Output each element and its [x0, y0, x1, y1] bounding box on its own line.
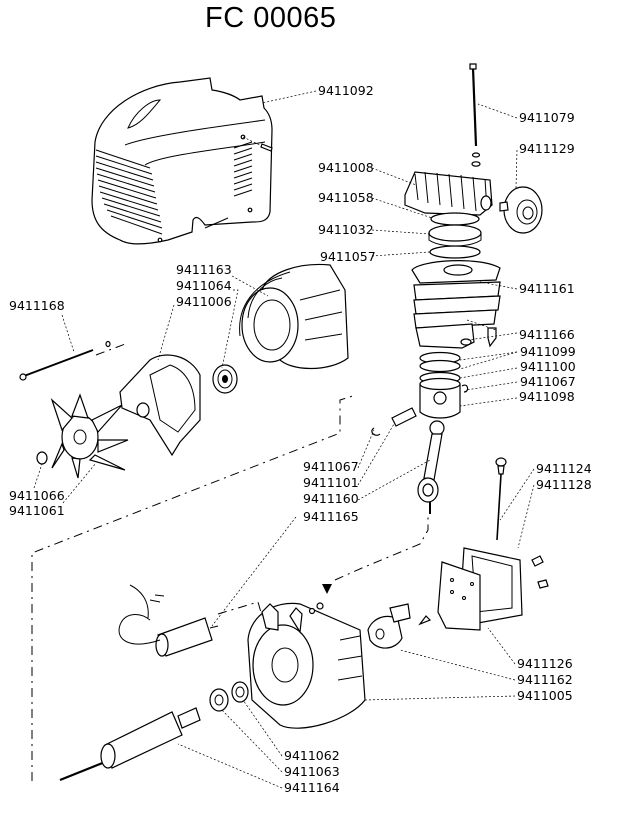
part-label-9411162[interactable]: 9411162 — [517, 672, 573, 687]
part-label-9411063[interactable]: 9411063 — [284, 764, 340, 779]
motor-endshield — [120, 355, 200, 455]
dipstick — [496, 458, 506, 540]
part-label-9411124[interactable]: 9411124 — [536, 461, 592, 476]
valve-cover-screw-bottom — [538, 580, 548, 588]
valve-cover-screw-top — [532, 556, 543, 566]
tie-rod-nut — [106, 342, 110, 347]
crankcase — [248, 603, 365, 728]
part-label-9411067-piston[interactable]: 9411067 — [520, 374, 576, 389]
piston-pin-clip — [462, 385, 468, 392]
diagram-title: FC 00065 — [205, 2, 337, 34]
part-label-9411165[interactable]: 9411165 — [303, 509, 359, 524]
crank-eccentric — [368, 604, 430, 648]
pin-circlip — [372, 428, 380, 435]
head-gasket — [431, 213, 479, 225]
part-label-9411067-rod[interactable]: 9411067 — [303, 459, 359, 474]
part-label-9411166[interactable]: 9411166 — [519, 327, 575, 342]
assembly-line-capacitor — [218, 602, 262, 616]
connecting-rod — [418, 421, 444, 514]
cylinder-gasket — [430, 246, 480, 258]
leader-lines — [34, 91, 534, 788]
part-label-9411064[interactable]: 9411064 — [176, 278, 232, 293]
fan-cover-shroud — [92, 78, 272, 244]
assembly-line-tierod — [96, 343, 128, 355]
part-label-9411099[interactable]: 9411099 — [520, 344, 576, 359]
cover-grille-right — [234, 142, 252, 196]
part-label-9411163[interactable]: 9411163 — [176, 262, 232, 277]
part-label-9411032[interactable]: 9411032 — [318, 222, 374, 237]
cylinder — [412, 261, 500, 348]
tie-rod — [470, 64, 480, 166]
air-filter — [500, 187, 542, 233]
part-label-9411079[interactable]: 9411079 — [519, 110, 575, 125]
cover-screw — [261, 144, 272, 151]
cover-grille-left — [96, 150, 162, 234]
part-label-9411098[interactable]: 9411098 — [519, 389, 575, 404]
part-label-9411066[interactable]: 9411066 — [9, 488, 65, 503]
assembly-line-motor — [32, 395, 356, 781]
part-label-9411092[interactable]: 9411092 — [318, 83, 374, 98]
part-label-9411161[interactable]: 9411161 — [519, 281, 575, 296]
part-label-9411061[interactable]: 9411061 — [9, 503, 65, 518]
cylinder-head — [405, 172, 492, 215]
valve-plate — [429, 225, 481, 246]
part-label-9411160[interactable]: 9411160 — [303, 491, 359, 506]
part-label-9411100[interactable]: 9411100 — [520, 359, 576, 374]
part-label-9411168[interactable]: 9411168 — [9, 298, 65, 313]
part-label-9411101[interactable]: 9411101 — [303, 475, 359, 490]
capacitor — [119, 585, 218, 656]
part-label-9411006[interactable]: 9411006 — [176, 294, 232, 309]
motor-rotor — [60, 708, 200, 780]
part-label-9411005[interactable]: 9411005 — [517, 688, 573, 703]
motor-stator — [240, 264, 348, 368]
part-label-9411126[interactable]: 9411126 — [517, 656, 573, 671]
piston — [420, 379, 460, 419]
assembly-line-rod — [335, 514, 428, 580]
valve-gasket-plate — [438, 562, 480, 630]
motor-tie-rod — [20, 342, 110, 381]
fan-circlip — [37, 452, 47, 464]
part-label-9411058[interactable]: 9411058 — [318, 190, 374, 205]
part-label-9411062[interactable]: 9411062 — [284, 748, 340, 763]
cylinder-bolt — [488, 328, 496, 346]
part-label-9411057[interactable]: 9411057 — [320, 249, 376, 264]
part-label-9411128[interactable]: 9411128 — [536, 477, 592, 492]
assembly-arrow-icon — [322, 584, 332, 594]
part-label-9411164[interactable]: 9411164 — [284, 780, 340, 795]
cooling-fan — [52, 395, 128, 478]
front-bearing — [213, 365, 237, 393]
rear-bearings — [210, 682, 248, 711]
piston-pin — [392, 408, 416, 426]
part-label-9411008[interactable]: 9411008 — [318, 160, 374, 175]
part-label-9411129[interactable]: 9411129 — [519, 141, 575, 156]
